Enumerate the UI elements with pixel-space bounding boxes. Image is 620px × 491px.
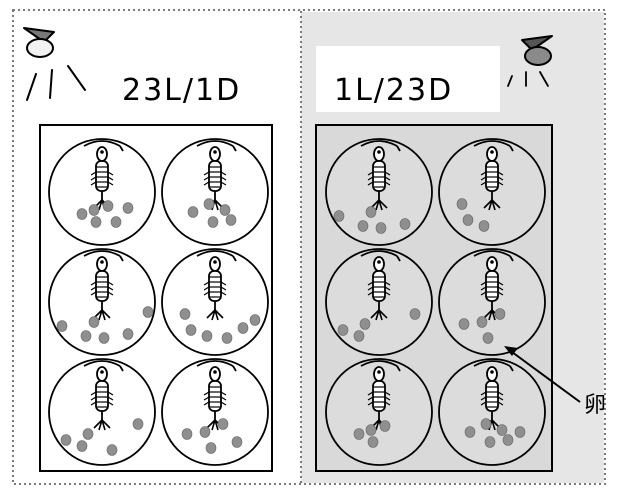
egg-annotation: 卵 [504,346,606,418]
egg-icon [201,330,213,342]
egg-icon [122,328,134,340]
panel-left [48,138,269,466]
egg-icon [181,428,193,440]
copepod-icon [360,250,401,321]
egg-icon [409,308,421,320]
petri-dish [438,138,546,246]
copepod-icon [360,360,401,431]
copepod-icon [196,360,237,431]
egg-icon [502,434,514,446]
egg-icon [88,316,100,328]
dishes-layer [48,138,546,466]
egg-icon [231,436,243,448]
egg-icon [237,322,249,334]
petri-dish [325,358,433,466]
light-rays-icon [507,71,549,87]
egg-icon [205,442,217,454]
lamp-icon [23,27,55,58]
egg-icon [464,426,476,438]
egg-icon [375,222,387,234]
petri-dish [438,248,546,356]
egg-icon [76,440,88,452]
arrow-icon [511,351,581,403]
copepod-icon [83,360,124,431]
egg-icon [110,216,122,228]
arrow-head-icon [504,346,518,356]
egg-icon [76,208,88,220]
egg-icon [60,434,72,446]
egg-icon [102,200,114,212]
outer-frame [12,9,606,485]
egg-icon [357,220,369,232]
egg-label: 卵 [584,393,606,418]
egg-icon [88,204,100,216]
egg-icon [203,198,215,210]
petri-dish [161,358,269,466]
egg-icon [458,318,470,330]
copepod-icon [473,140,514,211]
light-rays-icon [26,65,86,101]
egg-icon [249,314,261,326]
copepod-icon [473,360,514,431]
egg-icon [399,218,411,230]
egg-icon [365,424,377,436]
egg-icon [496,424,508,436]
egg-icon [132,418,144,430]
egg-icon [122,202,134,214]
egg-icon [379,420,391,432]
petri-dish [161,138,269,246]
egg-icon [56,320,68,332]
copepod-icon [360,140,401,211]
egg-icon [367,436,379,448]
petri-dish [325,248,433,356]
egg-icon [225,214,237,226]
egg-icon [494,308,506,320]
condition-label-right: 1L/23D [334,73,453,108]
petri-dish [438,358,546,466]
egg-icon [359,318,371,330]
copepod-icon [196,250,237,321]
lamp-icon [521,35,553,66]
egg-icon [478,220,490,232]
egg-icon [514,426,526,438]
condition-label-box-right [316,46,500,112]
egg-icon [337,324,349,336]
egg-icon [456,198,468,210]
petri-dish [48,358,156,466]
egg-icon [142,306,154,318]
egg-icon [221,332,233,344]
egg-icon [482,332,494,344]
petri-dish [161,248,269,356]
egg-icon [207,216,219,228]
egg-icon [353,330,365,342]
egg-icon [484,436,496,448]
egg-icon [187,206,199,218]
egg-icon [90,216,102,228]
petri-dish [325,138,433,246]
egg-icon [217,418,229,430]
egg-icon [333,210,345,222]
panel-right [325,138,546,466]
egg-icon [462,214,474,226]
egg-icon [82,428,94,440]
egg-icon [480,418,492,430]
egg-icon [80,330,92,342]
egg-icon [106,444,118,456]
petri-dish [48,248,156,356]
egg-icon [199,426,211,438]
egg-icon [179,308,191,320]
condition-label-left: 23L/1D [122,73,241,108]
egg-icon [98,332,110,344]
egg-icon [353,428,365,440]
copepod-icon [83,250,124,321]
egg-icon [185,324,197,336]
egg-icon [476,316,488,328]
egg-icon [365,206,377,218]
egg-icon [219,204,231,216]
petri-dish [48,138,156,246]
copepod-icon [196,140,237,211]
